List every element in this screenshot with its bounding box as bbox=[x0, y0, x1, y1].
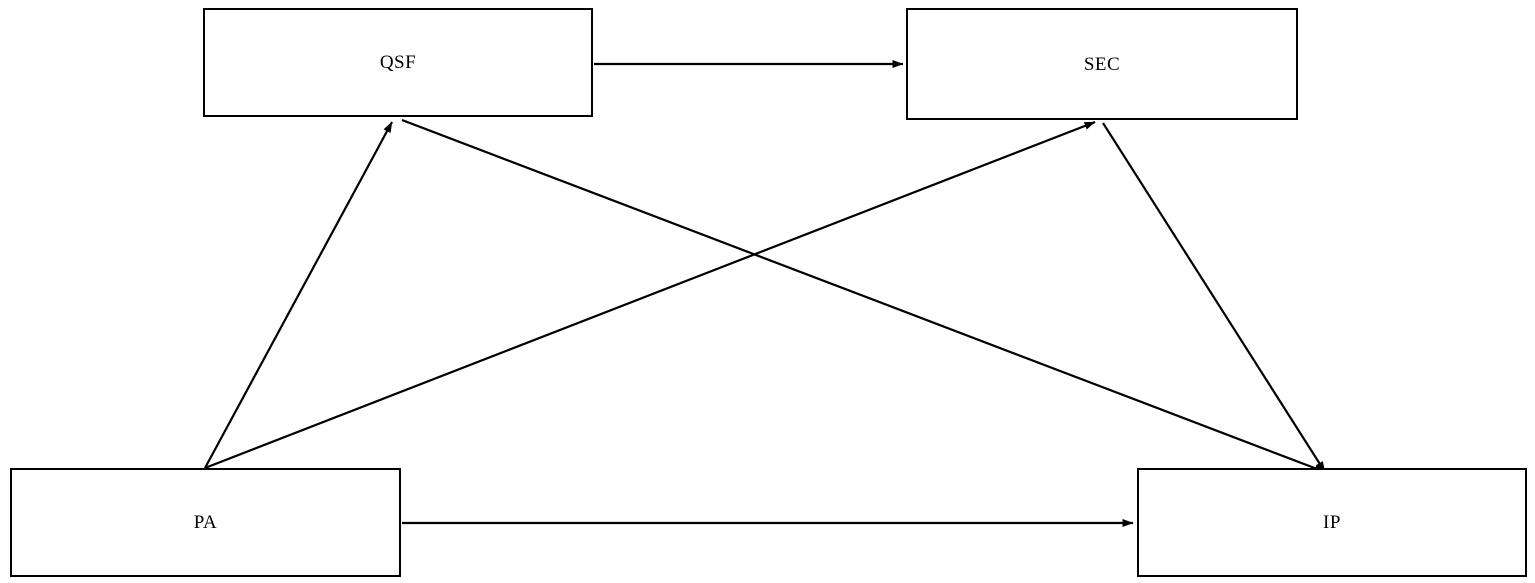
node-ip: IP bbox=[1137, 468, 1527, 577]
node-sec: SEC bbox=[906, 8, 1298, 120]
node-ip-label: IP bbox=[1323, 512, 1341, 533]
node-qsf: QSF bbox=[203, 8, 593, 117]
edge-pa-to-sec bbox=[204, 120, 1096, 470]
node-qsf-label: QSF bbox=[379, 52, 417, 73]
edge-sec-to-ip bbox=[1102, 122, 1326, 473]
edge-qsf-to-ip bbox=[401, 118, 1326, 474]
edge-pa-to-qsf bbox=[204, 121, 393, 469]
node-pa: PA bbox=[10, 468, 401, 577]
node-sec-label: SEC bbox=[1083, 53, 1121, 75]
node-pa-label: PA bbox=[193, 512, 218, 533]
